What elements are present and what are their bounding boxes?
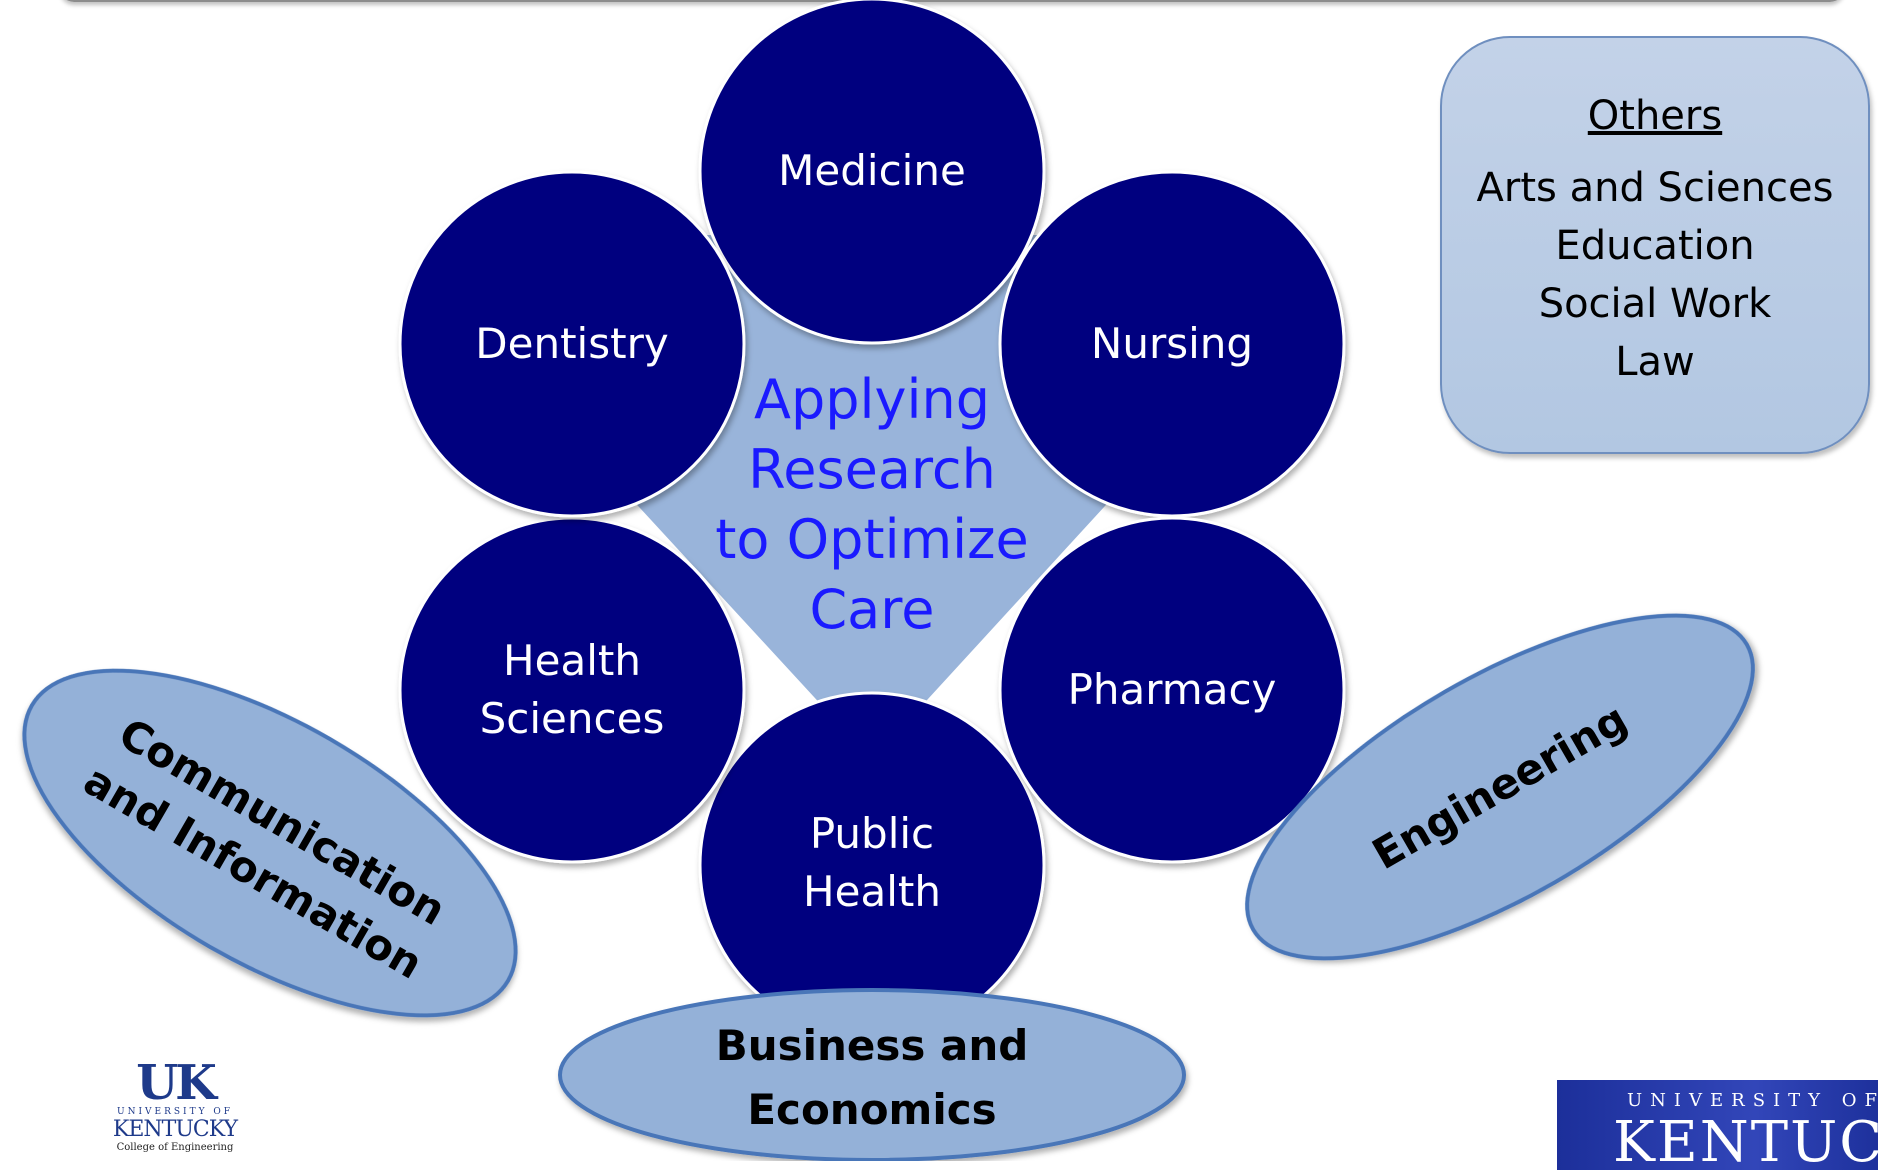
others-list: Arts and Sciences Education Social Work … bbox=[1442, 159, 1868, 391]
college-circle-health-sciences: Health Sciences bbox=[398, 516, 746, 864]
uk-engineering-logo: UK UNIVERSITY OF KENTUCKY College of Eng… bbox=[95, 1055, 255, 1160]
college-circle-pharmacy: Pharmacy bbox=[998, 516, 1346, 864]
oval-engineering: Engineering bbox=[1245, 613, 1755, 961]
uk-logo-college: College of Engineering bbox=[116, 1142, 234, 1153]
center-line-1: Applying bbox=[754, 368, 990, 431]
public-health-line-1: Public bbox=[810, 809, 934, 858]
banner-kentucky-text: KENTUCKY bbox=[1613, 1110, 1878, 1170]
medicine-label: Medicine bbox=[778, 146, 966, 195]
others-box: Others Arts and Sciences Education Socia… bbox=[1440, 36, 1870, 454]
banner-university-text: UNIVERSITY OF bbox=[1627, 1090, 1878, 1111]
business-line-2: Economics bbox=[747, 1085, 996, 1134]
others-item: Social Work bbox=[1538, 281, 1772, 327]
others-item: Law bbox=[1615, 339, 1695, 385]
health-sciences-line-1: Health bbox=[503, 636, 641, 685]
others-title: Others bbox=[1587, 93, 1723, 139]
pharmacy-label: Pharmacy bbox=[1068, 665, 1277, 714]
others-item: Arts and Sciences bbox=[1476, 165, 1834, 211]
center-line-3: to Optimize bbox=[715, 508, 1029, 571]
public-health-line-2: Health bbox=[803, 867, 941, 916]
college-circle-public-health: Public Health bbox=[698, 691, 1046, 1039]
uk-logo-university: UNIVERSITY OF bbox=[116, 1107, 233, 1117]
nursing-label: Nursing bbox=[1091, 319, 1253, 368]
college-circle-nursing: Nursing bbox=[998, 170, 1346, 518]
college-circle-medicine: Medicine bbox=[698, 0, 1046, 345]
uk-logo-kentucky: KENTUCKY bbox=[112, 1117, 238, 1142]
uk-logo-mark: UK bbox=[136, 1055, 217, 1111]
business-line-1: Business and bbox=[716, 1021, 1029, 1070]
center-line-4: Care bbox=[809, 578, 934, 641]
health-sciences-line-2: Sciences bbox=[480, 694, 665, 743]
center-line-2: Research bbox=[748, 438, 996, 501]
oval-business-economics: Business and Economics bbox=[558, 988, 1186, 1161]
college-circle-dentistry: Dentistry bbox=[398, 170, 746, 518]
university-of-kentucky-banner: UNIVERSITY OF KENTUCKY bbox=[1557, 1080, 1878, 1170]
center-label: Applying Research to Optimize Care bbox=[715, 368, 1029, 641]
dentistry-label: Dentistry bbox=[475, 319, 668, 368]
others-item: Education bbox=[1555, 223, 1755, 269]
